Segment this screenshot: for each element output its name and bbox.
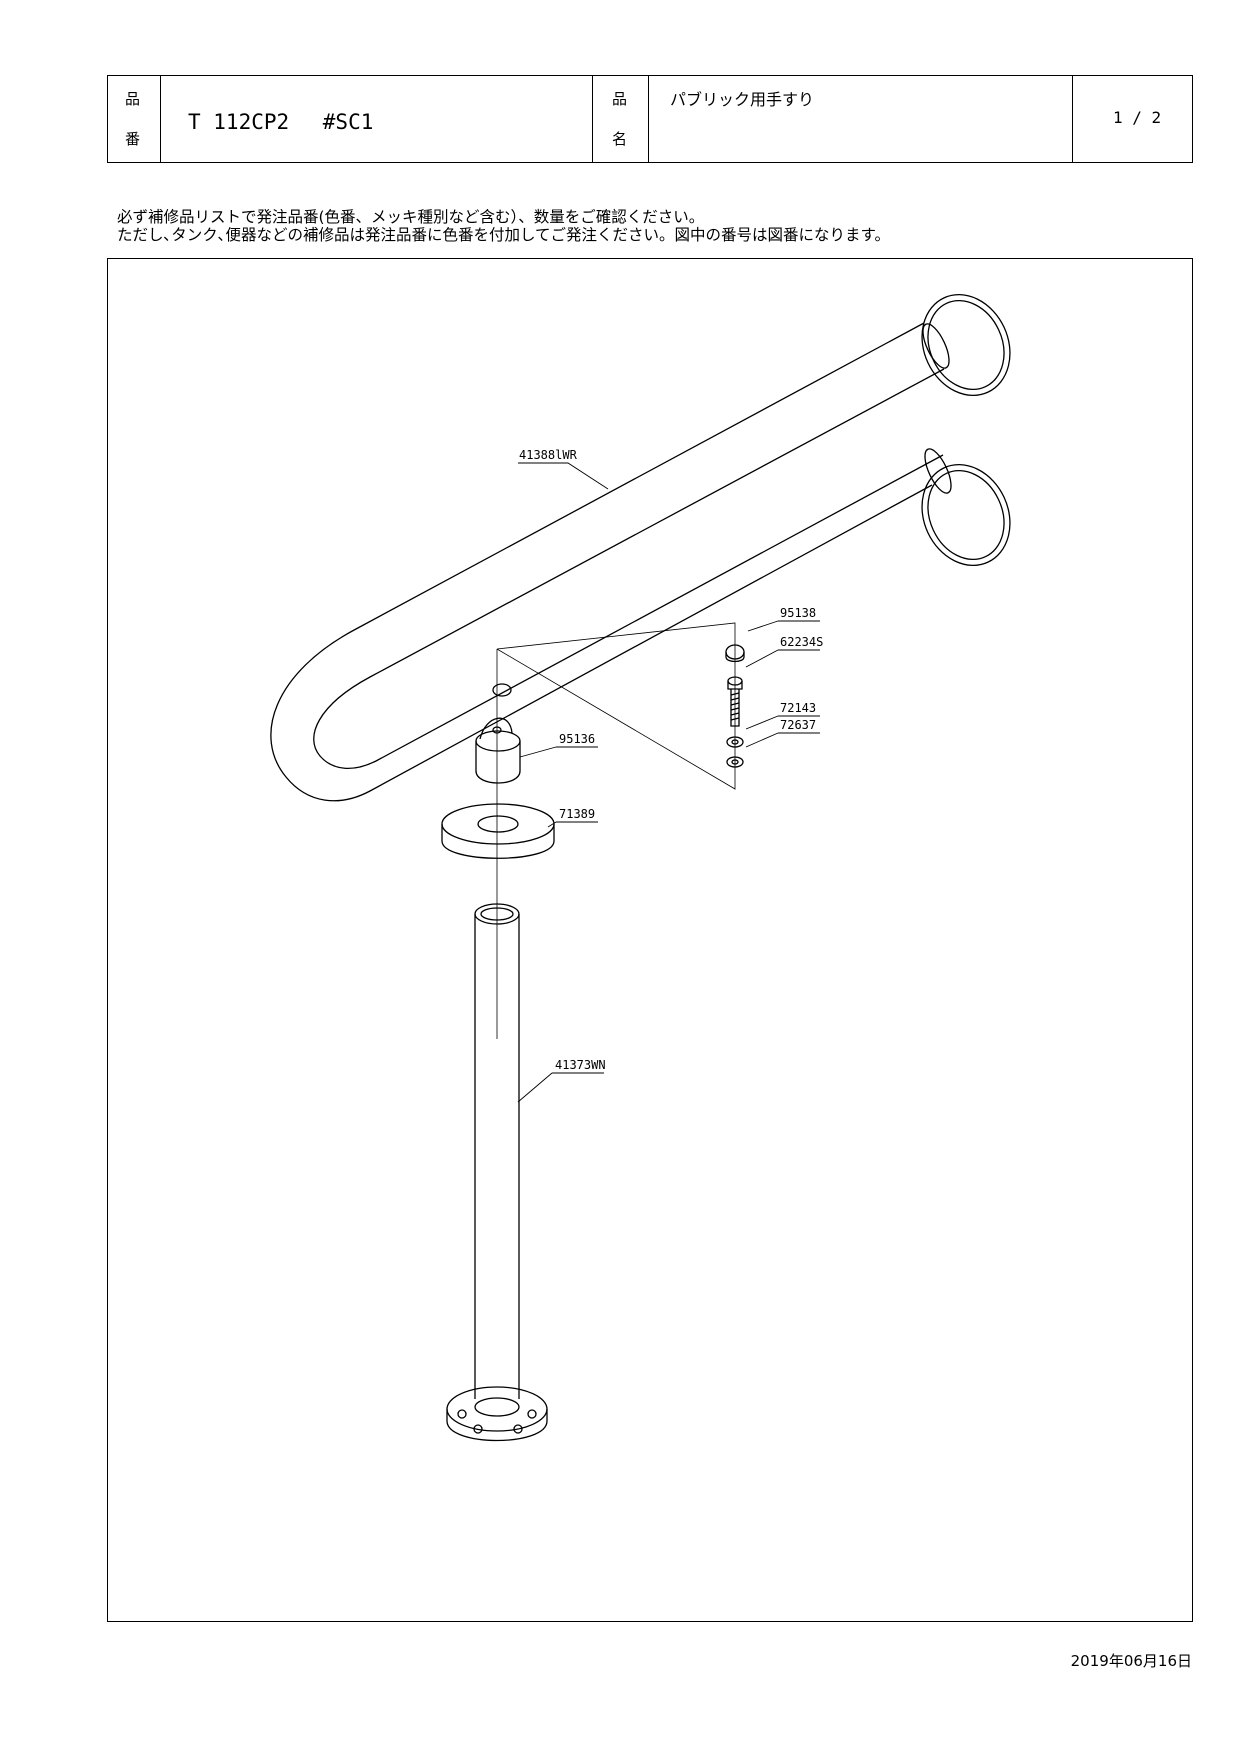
note-line: ただし､タンク､便器などの補修品は発注品番に色番を付加してご発注ください。図中の… — [117, 226, 890, 244]
wall-flange-top — [921, 293, 1011, 397]
hardware-washer-2 — [726, 756, 744, 768]
handrail-outer — [270, 322, 933, 802]
divider — [648, 76, 649, 162]
wall-flange-bottom — [921, 463, 1011, 567]
title-block: 品 番 T 112CP2 #SC1 品 名 パブリック用手すり 1 / 2 — [107, 75, 1193, 163]
note-line: 必ず補修品リストで発注品番(色番、メッキ種別など含む）、数量をご確認ください。 — [117, 208, 705, 226]
part-no-label: 番 — [125, 130, 141, 148]
hardware-cap — [725, 644, 745, 663]
part-label-bolt: 62234S — [780, 635, 823, 649]
leader-lines — [517, 462, 820, 1103]
part-label-post: 41373WN — [555, 1058, 606, 1072]
part-number: T 112CP2 #SC1 — [188, 110, 374, 134]
instruction-notes: 必ず補修品リストで発注品番(色番、メッキ種別など含む）、数量をご確認ください。 … — [117, 208, 890, 244]
assembly-guide — [496, 622, 736, 790]
product-name-label: 名 — [612, 130, 628, 148]
vertical-post — [474, 903, 520, 1399]
exploded-diagram: 41388lWR 95138 62234S 72143 72637 95136 … — [270, 293, 1011, 1442]
hardware-washer-1 — [726, 736, 744, 748]
handrail-inner — [313, 368, 945, 770]
part-label-washer: 72637 — [780, 718, 816, 732]
product-name-label: 品 — [612, 90, 628, 108]
page-number: 1 / 2 — [1113, 108, 1162, 127]
divider — [160, 76, 161, 162]
hardware-bolt — [727, 676, 743, 727]
part-no-label: 品 — [125, 90, 141, 108]
part-label-washer: 72143 — [780, 701, 816, 715]
product-name: パブリック用手すり — [670, 90, 815, 109]
cover-ring — [441, 803, 555, 859]
part-label-handrail: 41388lWR — [519, 448, 578, 462]
part-label-cover-ring: 71389 — [559, 807, 595, 821]
divider — [592, 76, 593, 162]
divider — [1072, 76, 1073, 162]
document-date: 2019年06月16日 — [1070, 1652, 1192, 1670]
part-label-post-cap: 95136 — [559, 732, 595, 746]
drawing-frame: 41388lWR 95138 62234S 72143 72637 95136 … — [107, 258, 1193, 1622]
floor-flange — [446, 1386, 548, 1442]
part-label-cap: 95138 — [780, 606, 816, 620]
post-cap — [475, 717, 521, 784]
